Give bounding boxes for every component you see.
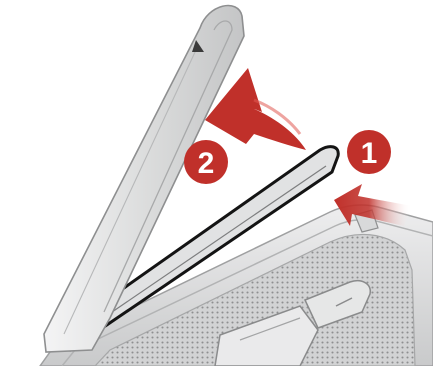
step-number: 1 — [361, 137, 378, 170]
step-badge-2: 2 — [184, 140, 228, 184]
step-badge-1: 1 — [347, 130, 391, 174]
step-number: 2 — [198, 147, 215, 180]
